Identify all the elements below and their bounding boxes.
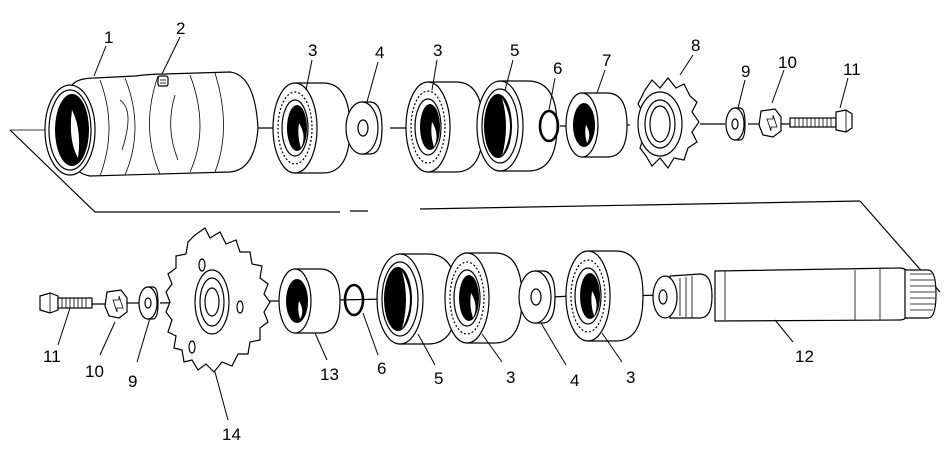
svg-text:4: 4	[375, 43, 384, 62]
part-large-sprocket[interactable]	[165, 227, 271, 373]
svg-text:11: 11	[43, 347, 61, 366]
part-spacer-lower[interactable]	[518, 270, 556, 324]
svg-text:9: 9	[128, 372, 137, 391]
svg-text:3: 3	[506, 368, 515, 387]
callout-10-upper: 10	[771, 53, 797, 104]
part-bearing-upper-1[interactable]	[272, 82, 351, 174]
part-bolt-upper[interactable]	[789, 109, 853, 133]
callout-2: 2	[161, 19, 185, 75]
svg-text:1: 1	[104, 28, 113, 47]
part-set-screw[interactable]	[157, 75, 169, 87]
callout-6-lower: 6	[362, 312, 386, 378]
svg-text:12: 12	[795, 347, 814, 366]
callout-7: 7	[596, 51, 611, 94]
part-lock-washer-upper[interactable]	[758, 108, 782, 138]
part-lock-washer-lower[interactable]	[104, 289, 128, 319]
svg-text:2: 2	[176, 19, 185, 38]
svg-text:11: 11	[843, 60, 861, 79]
svg-text:3: 3	[308, 41, 317, 60]
svg-text:10: 10	[85, 362, 104, 381]
callout-14: 14	[214, 371, 241, 444]
part-spacer-upper[interactable]	[345, 101, 383, 155]
callout-11-upper: 11	[839, 60, 861, 109]
svg-text:8: 8	[691, 36, 700, 55]
callout-6-upper: 6	[548, 59, 562, 111]
svg-text:5: 5	[434, 369, 443, 388]
svg-text:6: 6	[553, 59, 562, 78]
part-bearing-lower-2[interactable]	[565, 250, 644, 342]
svg-text:3: 3	[433, 41, 442, 60]
svg-text:7: 7	[602, 51, 611, 70]
part-o-ring-lower[interactable]	[343, 283, 365, 317]
part-bolt-lower[interactable]	[39, 292, 93, 314]
callout-5-lower: 5	[417, 333, 443, 388]
callout-4-lower: 4	[540, 322, 579, 390]
part-bearing-upper-2[interactable]	[405, 81, 484, 173]
part-o-ring-upper[interactable]	[538, 109, 560, 143]
callout-5-upper: 5	[504, 41, 519, 91]
part-bearing-lower-1[interactable]	[444, 252, 523, 344]
svg-text:4: 4	[570, 371, 579, 390]
part-bushing-upper[interactable]	[565, 92, 628, 158]
part-seal-upper[interactable]	[476, 80, 558, 172]
part-shaft[interactable]	[652, 267, 937, 322]
part-washer-lower[interactable]	[138, 286, 159, 320]
svg-text:13: 13	[320, 365, 339, 384]
part-bushing-lower[interactable]	[278, 268, 341, 334]
callout-3-upper-2: 3	[431, 41, 442, 91]
callout-3-upper-1: 3	[305, 41, 317, 91]
svg-text:6: 6	[377, 359, 386, 378]
callout-9-upper: 9	[737, 62, 750, 109]
callout-12: 12	[774, 319, 814, 366]
part-small-sprocket[interactable]	[637, 77, 700, 170]
svg-text:9: 9	[741, 62, 750, 81]
part-housing[interactable]	[44, 71, 259, 177]
svg-text:3: 3	[626, 368, 635, 387]
svg-text:5: 5	[510, 41, 519, 60]
svg-text:10: 10	[778, 53, 797, 72]
part-washer-upper[interactable]	[725, 107, 746, 141]
callout-3-lower-1: 3	[481, 333, 515, 387]
callout-8: 8	[679, 36, 700, 76]
svg-text:14: 14	[222, 425, 241, 444]
callout-1: 1	[93, 28, 113, 77]
callout-9-lower: 9	[128, 317, 151, 391]
callout-11-lower: 11	[43, 307, 71, 366]
callout-10-lower: 10	[85, 321, 116, 381]
callout-3-lower-2: 3	[601, 332, 635, 387]
callout-4-upper: 4	[366, 43, 384, 103]
callout-13: 13	[314, 332, 339, 384]
